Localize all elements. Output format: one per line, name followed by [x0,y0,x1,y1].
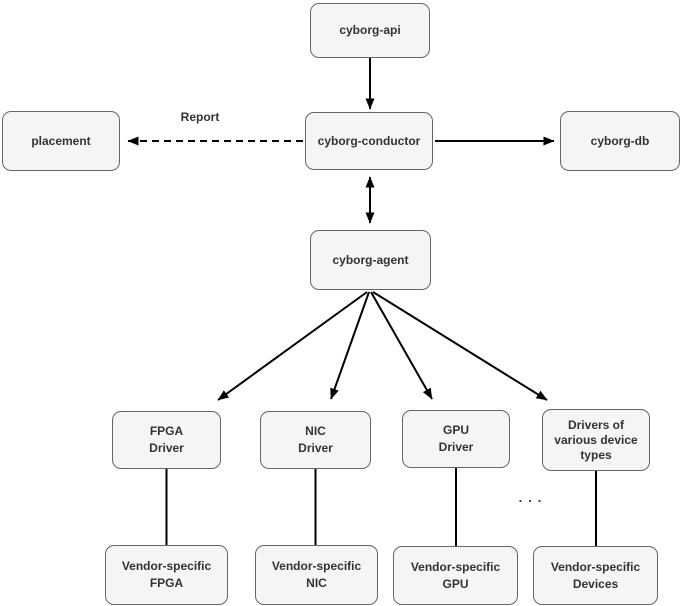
node-cyborg-agent: cyborg-agent [310,230,431,290]
node-placement: placement [2,111,120,171]
edge-agent-to-fpga-driver [217,291,368,401]
edge-agent-to-nic-driver [330,291,370,400]
edge-agent-to-gpu-driver [370,291,433,400]
node-nic-driver: NIC Driver [260,411,371,469]
node-vendor-specific-nic: Vendor-specific NIC [255,545,378,605]
edge-agent-to-various-drivers [372,291,548,401]
node-cyborg-db: cyborg-db [560,111,680,171]
node-gpu-driver: GPU Driver [402,410,510,468]
ellipsis-label: ... [518,490,548,505]
edge-label-report: Report [180,110,220,124]
node-cyborg-conductor: cyborg-conductor [305,112,433,170]
node-fpga-driver: FPGA Driver [112,411,221,469]
node-vendor-specific-gpu: Vendor-specific GPU [393,546,518,605]
node-cyborg-api: cyborg-api [310,3,430,58]
node-various-drivers: Drivers of various device types [542,409,650,471]
node-vendor-specific-devices: Vendor-specific Devices [533,546,658,605]
node-vendor-specific-fpga: Vendor-specific FPGA [105,545,228,605]
